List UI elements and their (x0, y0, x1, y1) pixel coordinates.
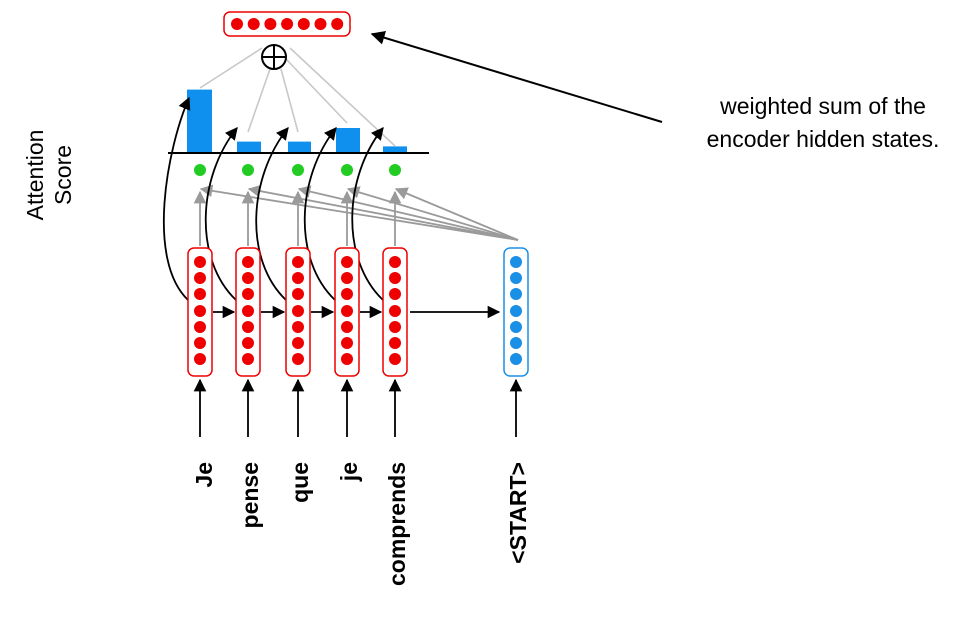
encoder-state-dot (341, 321, 353, 333)
decoder-hidden-state (503, 247, 529, 377)
attention-bar (336, 128, 360, 152)
attention-score-dots (194, 164, 401, 176)
output-dot (331, 18, 344, 30)
encoder-state-dot (389, 288, 401, 300)
decoder-state-dot (510, 321, 522, 333)
input-arrows (193, 378, 523, 437)
encoder-state-dot (242, 337, 254, 349)
word-je: Je (191, 462, 217, 488)
output-dot (314, 18, 327, 30)
encoder-state-dot (389, 272, 401, 284)
annotation-line-1: weighted sum of the (719, 93, 926, 119)
encoder-state-dot (194, 272, 206, 284)
connector-line (247, 68, 271, 133)
output-dot (297, 18, 310, 30)
decoder-score-arrow (297, 185, 519, 241)
decoder-state-dot (510, 256, 522, 268)
connector-line (199, 47, 263, 89)
encoder-state-dot (292, 353, 304, 365)
attention-bar (237, 141, 261, 152)
word-pense: pense (237, 462, 263, 528)
output-dot (231, 18, 243, 30)
encoder-state-dot (194, 321, 206, 333)
encoder-bar-curve (162, 96, 191, 301)
decoder-score-arrow (394, 187, 519, 241)
attention-score-label: Attention Score (22, 130, 76, 221)
bar-to-sum-connectors (199, 47, 396, 147)
encoder-state-dot (292, 305, 304, 317)
encoder-state-dot (194, 288, 206, 300)
output-context-vector (223, 11, 351, 37)
encoder-bar-curve (255, 127, 289, 301)
encoder-state-dot (389, 256, 401, 268)
encoder-state-dot (389, 321, 401, 333)
word-start: <START> (505, 462, 531, 564)
encoder-state-dot (341, 288, 353, 300)
input-words: Je pense que je comprends <START> (191, 462, 531, 586)
encoder-state-dot (389, 353, 401, 365)
encoder-to-bar-curves (162, 96, 384, 301)
decoder-state-dot (510, 305, 522, 317)
encoder-state-dot (389, 305, 401, 317)
decoder-state-dot (510, 337, 522, 349)
output-dot (281, 18, 294, 30)
encoder-state-dot (389, 337, 401, 349)
encoder-state-dot (341, 305, 353, 317)
annotation-arrow (370, 30, 663, 123)
encoder-state-dot (242, 272, 254, 284)
encoder-state-dot (292, 321, 304, 333)
encoder-state-dot (292, 337, 304, 349)
score-dot (292, 164, 304, 176)
encoder-state-dot (194, 256, 206, 268)
encoder-state-dot (194, 305, 206, 317)
score-dot (242, 164, 254, 176)
encoder-state-dot (292, 256, 304, 268)
encoder-state-dot (194, 337, 206, 349)
encoder-state-dot (242, 305, 254, 317)
encoder-state-dot (341, 337, 353, 349)
decoder-score-arrow (346, 186, 519, 241)
encoder-hidden-states (187, 247, 408, 377)
score-dot (194, 164, 206, 176)
attention-bars (187, 89, 407, 152)
encoder-state-dot (242, 321, 254, 333)
word-que: que (287, 462, 313, 503)
output-dot (264, 18, 277, 30)
encoder-state-dot (292, 288, 304, 300)
connector-line (285, 58, 348, 124)
annotation-line-2: encoder hidden states. (707, 126, 940, 152)
attention-bar (288, 141, 311, 152)
score-dot (341, 164, 353, 176)
encoder-bar-curve (351, 127, 384, 301)
encoder-state-dot (341, 353, 353, 365)
attention-score-label-line-2: Score (50, 145, 76, 205)
attention-bar (187, 89, 212, 152)
output-dot (247, 18, 260, 30)
decoder-to-score-arrows (193, 184, 519, 246)
decoder-state-dot (510, 353, 522, 365)
encoder-state-dot (341, 272, 353, 284)
encoder-state-dot (292, 272, 304, 284)
connector-line (280, 68, 299, 133)
word-comprends: comprends (384, 462, 410, 586)
score-dot (389, 164, 401, 176)
encoder-state-dot (242, 353, 254, 365)
attention-score-label-line-1: Attention (22, 130, 48, 221)
encoder-state-dot (242, 256, 254, 268)
decoder-state-dot (510, 288, 522, 300)
encoder-state-dot (341, 256, 353, 268)
attention-bar (383, 146, 407, 152)
decoder-state-dot (510, 272, 522, 284)
encoder-state-dot (194, 353, 206, 365)
encoder-state-dot (242, 288, 254, 300)
output-vector-dots (231, 18, 344, 30)
word-je-lower: je (336, 462, 362, 482)
encoder-bar-curve (303, 127, 337, 301)
encoder-bar-curve (204, 127, 238, 301)
decoder-score-arrow (247, 184, 519, 241)
